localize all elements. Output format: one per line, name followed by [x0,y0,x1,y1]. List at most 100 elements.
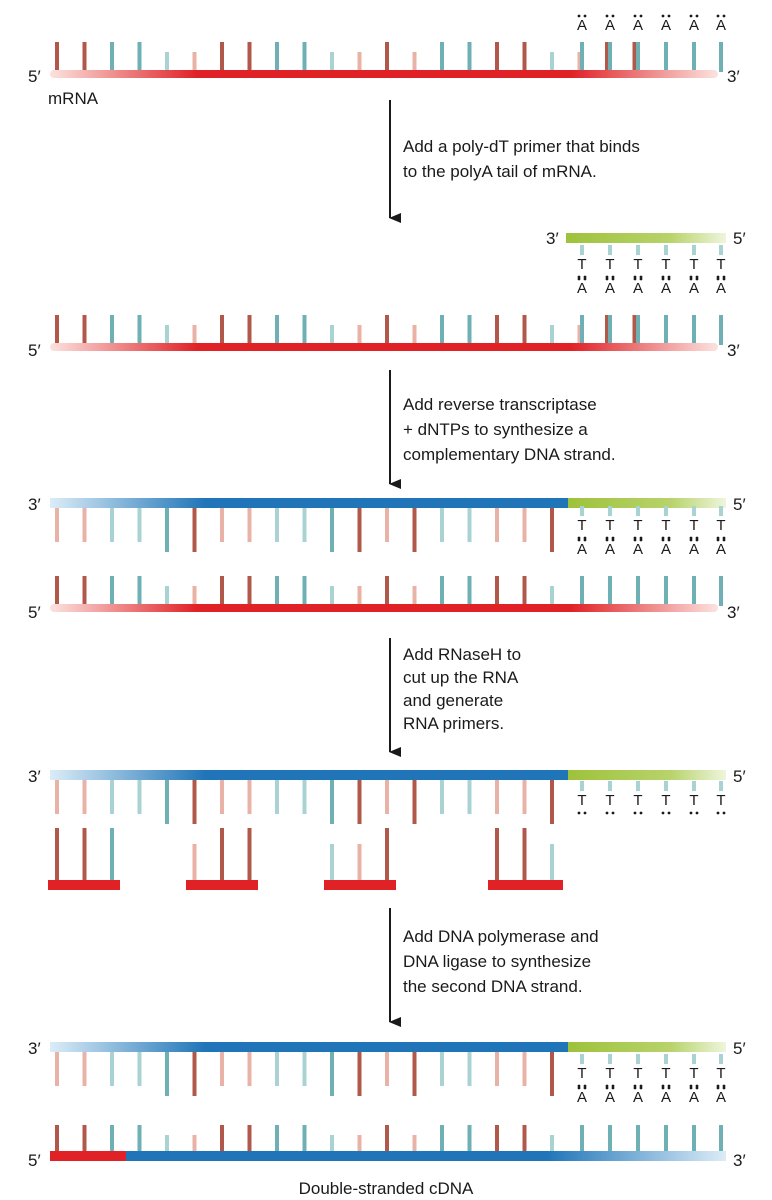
hydrogen-bond-dot [605,14,609,18]
hydrogen-bond-dot [689,811,693,815]
hydrogen-bond-dot [633,1084,637,1088]
cdna-strand-5 [50,1042,568,1052]
step-arrow-4: Add DNA polymerase and DNA ligase to syn… [389,908,599,1027]
hydrogen-bond-dot [605,1084,609,1088]
base-a-letter: A [716,17,726,34]
hydrogen-bond-dot [639,1084,643,1088]
hydrogen-bond-dot [639,538,643,542]
hydrogen-bond-dot [689,1086,693,1090]
hydrogen-bond-dot [605,275,609,279]
hydrogen-bond-dot [667,14,671,18]
hydrogen-bond-dot [583,1084,587,1088]
base-t-letter: T [633,792,642,809]
hydrogen-bond-dot [611,1086,615,1090]
hydrogen-bond-dot [577,536,581,540]
hydrogen-bond-dot [605,538,609,542]
hydrogen-bond-dot [639,275,643,279]
rna-primer-4 [488,828,563,890]
rna-primer-bar [48,880,120,890]
label-5prime-primer: 5′ [733,229,746,248]
hydrogen-bond-dot [577,1086,581,1090]
hydrogen-bond-dot [583,277,587,281]
label-5prime-mrna-1: 5′ [28,67,41,86]
base-t-letter: T [577,517,586,534]
hydrogen-bond-dot [689,536,693,540]
base-t-letter: T [605,792,614,809]
base-t-letter: T [716,792,725,809]
label-5prime-mrna-2: 5′ [28,341,41,360]
base-a-letter: A [661,1089,671,1106]
hydrogen-bond-dot [689,538,693,542]
hydrogen-bond-dot [639,1086,643,1090]
hydrogen-bond-dot [716,277,720,281]
base-t-letter: T [633,256,642,273]
hydrogen-bond-dot [689,1084,693,1088]
primer-strand-4 [568,770,726,780]
base-a-letter: A [689,17,699,34]
hydrogen-bond-dot [695,536,699,540]
base-t-letter: T [689,1065,698,1082]
cdna-3-bases [55,508,554,552]
hydrogen-bond-dot [583,1086,587,1090]
hydrogen-bond-dot [667,277,671,281]
hydrogen-bond-dot [716,811,720,815]
base-t-letter: T [577,1065,586,1082]
base-a-letter: A [605,1089,615,1106]
hydrogen-bond-dot [661,1086,665,1090]
hydrogen-bond-dot [667,275,671,279]
base-t-letter: T [661,792,670,809]
hydrogen-bond-dot [633,1086,637,1090]
hydrogen-bond-dot [695,275,699,279]
hydrogen-bond-dot [695,1086,699,1090]
hydrogen-bond-dot [577,14,581,18]
hydrogen-bond-dot [577,275,581,279]
hydrogen-bond-dot [716,275,720,279]
step-arrow-3: Add RNaseH to cut up the RNA and generat… [389,638,526,757]
base-t-letter: T [661,256,670,273]
hydrogen-bond-dot [661,811,665,815]
hydrogen-bond-dot [605,811,609,815]
rna-primer-bar [324,880,396,890]
step-text-3: Add RNaseH to cut up the RNA and generat… [403,645,526,733]
base-t-letter: T [605,517,614,534]
base-a-letter: A [716,1089,726,1106]
hydrogen-bond-dot [722,1086,726,1090]
step-arrow-1: Add a poly-dT primer that binds to the p… [389,100,640,223]
base-a-letter: A [633,541,643,558]
hydrogen-bond-dot [667,1084,671,1088]
primer-strand-5 [568,1042,726,1052]
hydrogen-bond-dot [667,811,671,815]
base-t-letter: T [689,517,698,534]
hydrogen-bond-dot [716,538,720,542]
hydrogen-bond-dot [695,1084,699,1088]
base-a-letter: A [577,280,587,297]
base-t-letter: T [716,1065,725,1082]
hydrogen-bond-dot [577,277,581,281]
base-t-letter: T [605,1065,614,1082]
label-5prime-mrna-3: 5′ [28,603,41,622]
hydrogen-bond-dot [605,1086,609,1090]
label-3prime-mrna-2: 3′ [727,341,740,360]
hydrogen-bond-dot [722,538,726,542]
hydrogen-bond-dot [639,811,643,815]
mrna-strand-1 [50,70,718,78]
rna-primer-2 [186,828,258,890]
hydrogen-bond-dot [695,277,699,281]
label-3prime-primer: 3′ [546,229,559,248]
hydrogen-bond-dot [695,811,699,815]
base-a-letter: A [689,1089,699,1106]
hydrogen-bond-dot [605,277,609,281]
hydrogen-bond-dot [722,536,726,540]
base-a-letter: A [577,541,587,558]
hydrogen-bond-dot [639,277,643,281]
base-a-letter: A [605,17,615,34]
hydrogen-bond-dot [639,14,643,18]
step-arrow-2: Add reverse transcriptase + dNTPs to syn… [389,370,616,489]
label-final: Double-stranded cDNA [299,1179,474,1198]
primer-strand-3 [568,498,726,508]
